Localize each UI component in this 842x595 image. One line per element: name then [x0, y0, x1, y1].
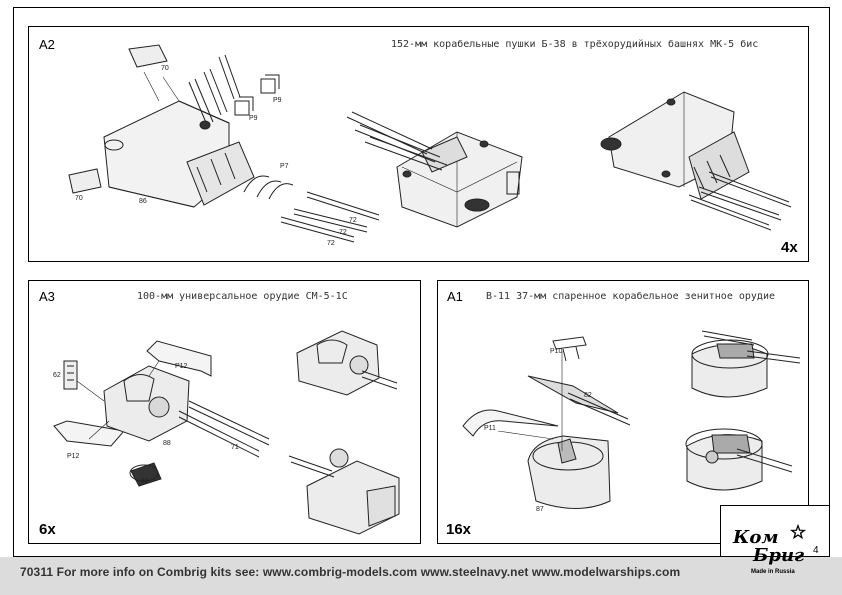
a2-part-p7: P7	[280, 163, 289, 170]
panel-a3-code: A3	[39, 289, 55, 304]
a1-part-p11: P11	[484, 425, 496, 432]
a1-assembled-mount-rear	[682, 411, 802, 501]
a1-assembled-mount-front	[682, 326, 802, 406]
a2-assembled-turret-rear	[589, 77, 799, 237]
a1-part-p10: P10	[550, 348, 563, 355]
a3-part-71: 71	[231, 444, 239, 451]
panel-a2: A2 152-мм корабельные пушки Б-38 в трёхо…	[28, 26, 809, 262]
a2-exploded-turret-drawing	[29, 27, 389, 247]
panel-a2-code: A2	[39, 37, 55, 52]
footer-bar	[0, 557, 842, 595]
logo-bottom-text: Бриг	[753, 545, 805, 566]
a3-part-p12-top: P12	[175, 363, 188, 370]
a1-part-87: 87	[536, 506, 544, 513]
a2-part-72-b: 72	[339, 229, 347, 236]
panel-a1-title: В-11 37-мм спаренное корабельное зенитно…	[486, 291, 775, 302]
a1-exploded-mount-drawing	[458, 331, 658, 551]
panel-a1-code: A1	[447, 289, 463, 304]
a3-part-68: 68	[141, 478, 149, 485]
a3-part-88: 88	[163, 440, 171, 447]
logo-top-text: Ком	[733, 527, 779, 548]
panel-a2-scale: 4x	[781, 239, 798, 256]
a2-part-p9-a: P9	[273, 97, 282, 104]
a3-assembled-gun-rear	[287, 446, 407, 536]
panel-a3-title: 100-мм универсальное орудие СМ-5-1С	[137, 291, 348, 302]
a2-part-70-left: 70	[75, 195, 83, 202]
a2-assembled-turret-front	[347, 82, 527, 242]
logo-made-in-russia: Made in Russia	[751, 569, 795, 575]
panel-a2-title: 152-мм корабельные пушки Б-38 в трёхоруд…	[391, 39, 759, 50]
page-number: 4	[813, 545, 819, 556]
outer-frame	[13, 7, 830, 557]
a3-part-62: 62	[53, 372, 61, 379]
panel-a3: A3 100-мм универсальное орудие СМ-5-1С 6…	[28, 280, 421, 544]
a2-part-p9-b: P9	[249, 115, 258, 122]
star-icon	[789, 523, 807, 540]
a2-part-86: 86	[139, 198, 147, 205]
combrig-logo: Ком Бриг Made in Russia	[733, 523, 823, 579]
footer-text: 70311 For more info on Combrig kits see:…	[20, 565, 681, 579]
panel-a1: A1 В-11 37-мм спаренное корабельное зени…	[437, 280, 809, 544]
a3-assembled-gun-front	[287, 323, 397, 403]
panel-a1-scale: 16x	[446, 521, 472, 538]
a3-part-p12-bottom: P12	[67, 453, 80, 460]
a2-part-72-a: 72	[349, 217, 357, 224]
panel-a3-scale: 6x	[39, 521, 56, 538]
a2-part-72-c: 72	[327, 240, 335, 247]
a2-part-70-top: 70	[161, 65, 169, 72]
logo-cutout	[720, 505, 829, 556]
a3-exploded-gun-drawing	[29, 321, 279, 531]
a1-part-82: 82	[584, 392, 592, 399]
